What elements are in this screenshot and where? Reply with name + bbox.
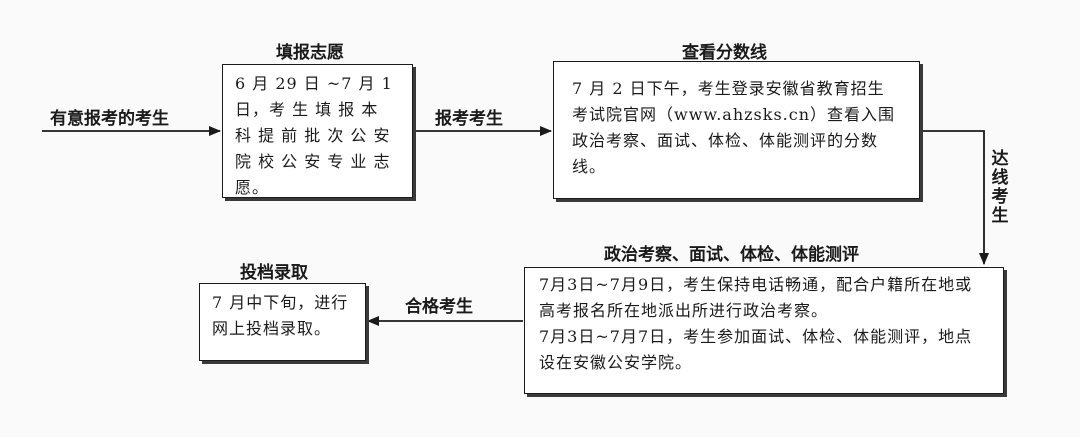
step1-box: 6 月 29 日 ~7 月 1 日，考 生 填 报 本 科 提 前 批 次 公 … [222, 64, 413, 198]
step3-text-interview: 7月3日~7月7日，考生参加面试、体检、体能测评，地点设在安徽公安学院。 [539, 327, 973, 372]
to-step3-label: 达线考生 [991, 149, 1009, 226]
step2-to-step3-arrow [921, 130, 989, 265]
to-step2-label: 报考考生 [435, 109, 503, 129]
step2-box: 7 月 2 日下午，考生登录安徽省教育招生考试院官网（www.ahzsks.cn… [553, 61, 920, 199]
step3-title: 政治考察、面试、体检、体能测评 [604, 245, 859, 265]
step1-text: 6 月 29 日 ~7 月 1 日，考 生 填 报 本 科 提 前 批 次 公 … [235, 74, 393, 197]
step2-text: 7 月 2 日下午，考生登录安徽省教育招生考试院官网（www.ahzsks.cn… [572, 79, 896, 176]
step3-text-politics: 7月3日~7月9日，考生保持电话畅通，配合户籍所在地或高考报名所在地派出所进行政… [539, 275, 973, 320]
step4-box: 7 月中下旬，进行网上投档录取。 [199, 283, 366, 361]
step2-title: 查看分数线 [682, 43, 767, 63]
entry-label: 有意报考的考生 [50, 109, 169, 129]
step4-text: 7 月中下旬，进行网上投档录取。 [212, 293, 349, 338]
to-step4-label: 合格考生 [405, 297, 473, 317]
step3-box: 7月3日~7月9日，考生保持电话畅通，配合户籍所在地或高考报名所在地派出所进行政… [524, 267, 1004, 394]
step1-title: 填报志愿 [276, 43, 344, 63]
step4-title: 投档录取 [240, 263, 308, 283]
